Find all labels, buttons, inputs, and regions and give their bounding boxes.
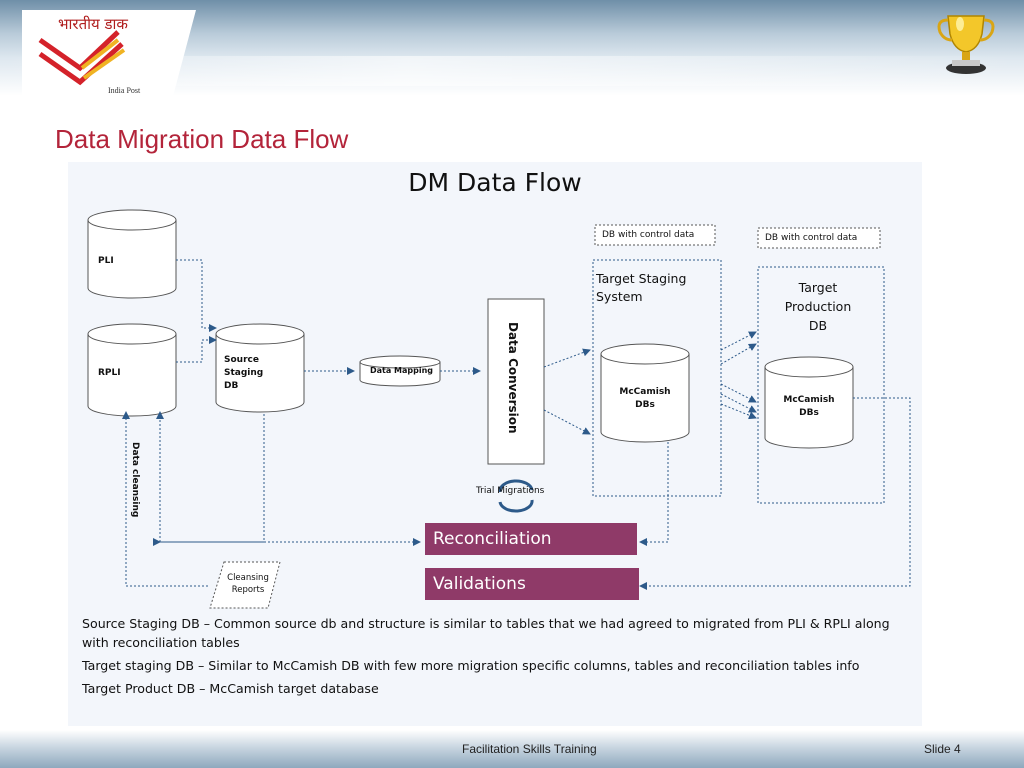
rpli-cylinder — [87, 323, 177, 417]
target-staging-label: Target Staging System — [596, 271, 687, 304]
source-staging-label: Source Staging DB — [224, 355, 264, 391]
logo-caption: India Post — [108, 86, 141, 95]
data-mapping-cylinder — [359, 355, 441, 387]
target-production-label: Target Production DB — [784, 280, 852, 333]
diagram-title: DM Data Flow — [408, 168, 582, 197]
logo-hindi-text: भारतीय डाक — [58, 15, 128, 33]
db-control-label-2: DB with control data — [765, 233, 858, 243]
dm-data-flow-diagram: DM Data Flow PLI RPLI Source Staging DB … — [68, 162, 922, 726]
india-post-logo: भारतीय डाक India Post — [22, 10, 196, 100]
trial-migrations-label: Trial Migrations — [476, 486, 545, 496]
db-control-label-1: DB with control data — [602, 230, 695, 240]
data-cleansing-label: Data cleansing — [130, 442, 140, 518]
data-conversion-label: Data Conversion — [506, 322, 520, 434]
data-mapping-label: Data Mapping — [370, 366, 434, 375]
cleansing-reports-shape — [209, 561, 281, 609]
pli-cylinder — [87, 209, 177, 299]
cleansing-reports-label: Cleansing Reports — [227, 573, 269, 595]
db-control-box-1 — [594, 224, 716, 246]
mccamish-label-2: McCamish DBs — [783, 395, 835, 418]
source-staging-cylinder — [215, 323, 305, 413]
slide-number: Slide 4 — [924, 742, 961, 756]
diagram-shapes — [87, 209, 911, 609]
note-target-product: Target Product DB – McCamish target data… — [82, 681, 379, 696]
rpli-label: RPLI — [98, 368, 121, 378]
reconciliation-bar: Reconciliation — [425, 523, 637, 555]
diagram-notes: Source Staging DB – Common source db and… — [82, 614, 912, 702]
db-control-box-2 — [757, 227, 881, 249]
footer-title: Facilitation Skills Training — [462, 742, 597, 756]
trial-migrations-icon — [498, 479, 534, 513]
target-production-box — [757, 266, 885, 504]
note-source-staging: Source Staging DB – Common source db and… — [82, 616, 890, 650]
pli-label: PLI — [98, 256, 114, 266]
data-conversion-box — [487, 298, 545, 465]
target-staging-box — [592, 259, 722, 497]
mccamish-label-1: McCamish DBs — [619, 387, 671, 410]
mccamish-cylinder-1 — [600, 343, 690, 443]
slide-title: Data Migration Data Flow — [55, 124, 349, 154]
mccamish-cylinder-2 — [764, 356, 854, 449]
trophy-icon — [934, 10, 998, 76]
footer-band — [0, 730, 1024, 768]
validations-bar: Validations — [425, 568, 639, 600]
note-target-staging: Target staging DB – Similar to McCamish … — [82, 658, 860, 673]
